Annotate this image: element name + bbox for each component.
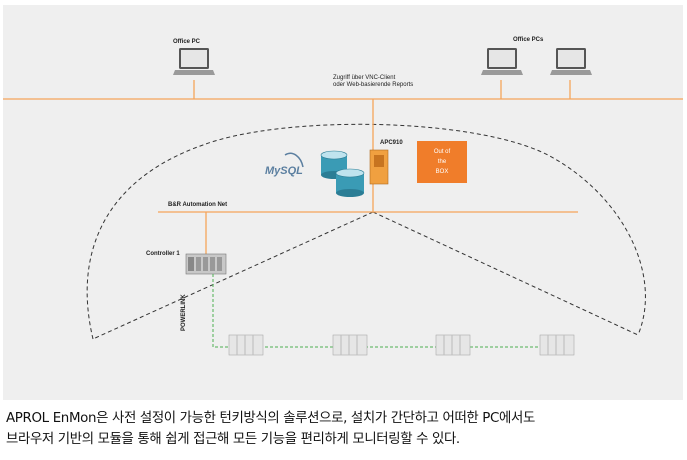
mysql-label: MySQL [265, 165, 303, 177]
powerlink-label: POWERLINK [181, 294, 187, 331]
boundary-line-right [372, 211, 639, 336]
industrial-pc-icon [369, 149, 389, 185]
powerlink-line [212, 274, 568, 348]
io-module-icon [228, 334, 264, 356]
controller-label: Controller 1 [146, 251, 180, 257]
boundary-line-left [92, 211, 374, 340]
database-icon [335, 168, 365, 197]
automation-net-label: B&R Automation Net [168, 202, 228, 208]
laptop-icon [173, 48, 215, 75]
apc-label: APC910 [380, 140, 403, 146]
io-module-icon [435, 334, 471, 356]
mysql-logo [284, 152, 304, 168]
out-of-box-line1: Out of [433, 149, 451, 155]
out-of-box-line3: BOX [435, 169, 449, 175]
out-of-box-line2: the [437, 159, 447, 165]
laptop-icon [481, 48, 523, 75]
office-pc-label: Office PC [173, 39, 201, 45]
out-of-box-panel [417, 141, 467, 183]
io-module-icon [539, 334, 575, 356]
laptop-icon [550, 48, 592, 75]
access-label-line1: Zugriff über VNC-Client [333, 75, 396, 81]
network-diagram: Office PC Office PCs Zugriff über VNC-Cl… [3, 5, 683, 400]
diagram-canvas [3, 48, 683, 356]
system-boundary-arc [86, 123, 646, 340]
figure-caption: APROL EnMon은 사전 설정이 가능한 턴키방식의 솔루션으로, 설치가… [6, 408, 682, 450]
caption-line-2: 브라우저 기반의 모듈을 통해 쉽게 접근해 모든 기능을 편리하게 모니터링할… [6, 432, 460, 447]
caption-line-1: APROL EnMon은 사전 설정이 가능한 턴키방식의 솔루션으로, 설치가… [6, 411, 535, 426]
controller-icon [185, 253, 227, 275]
io-module-icon [332, 334, 368, 356]
office-pcs-label: Office PCs [513, 37, 544, 43]
access-label-line2: oder Web-basierende Reports [333, 82, 414, 88]
